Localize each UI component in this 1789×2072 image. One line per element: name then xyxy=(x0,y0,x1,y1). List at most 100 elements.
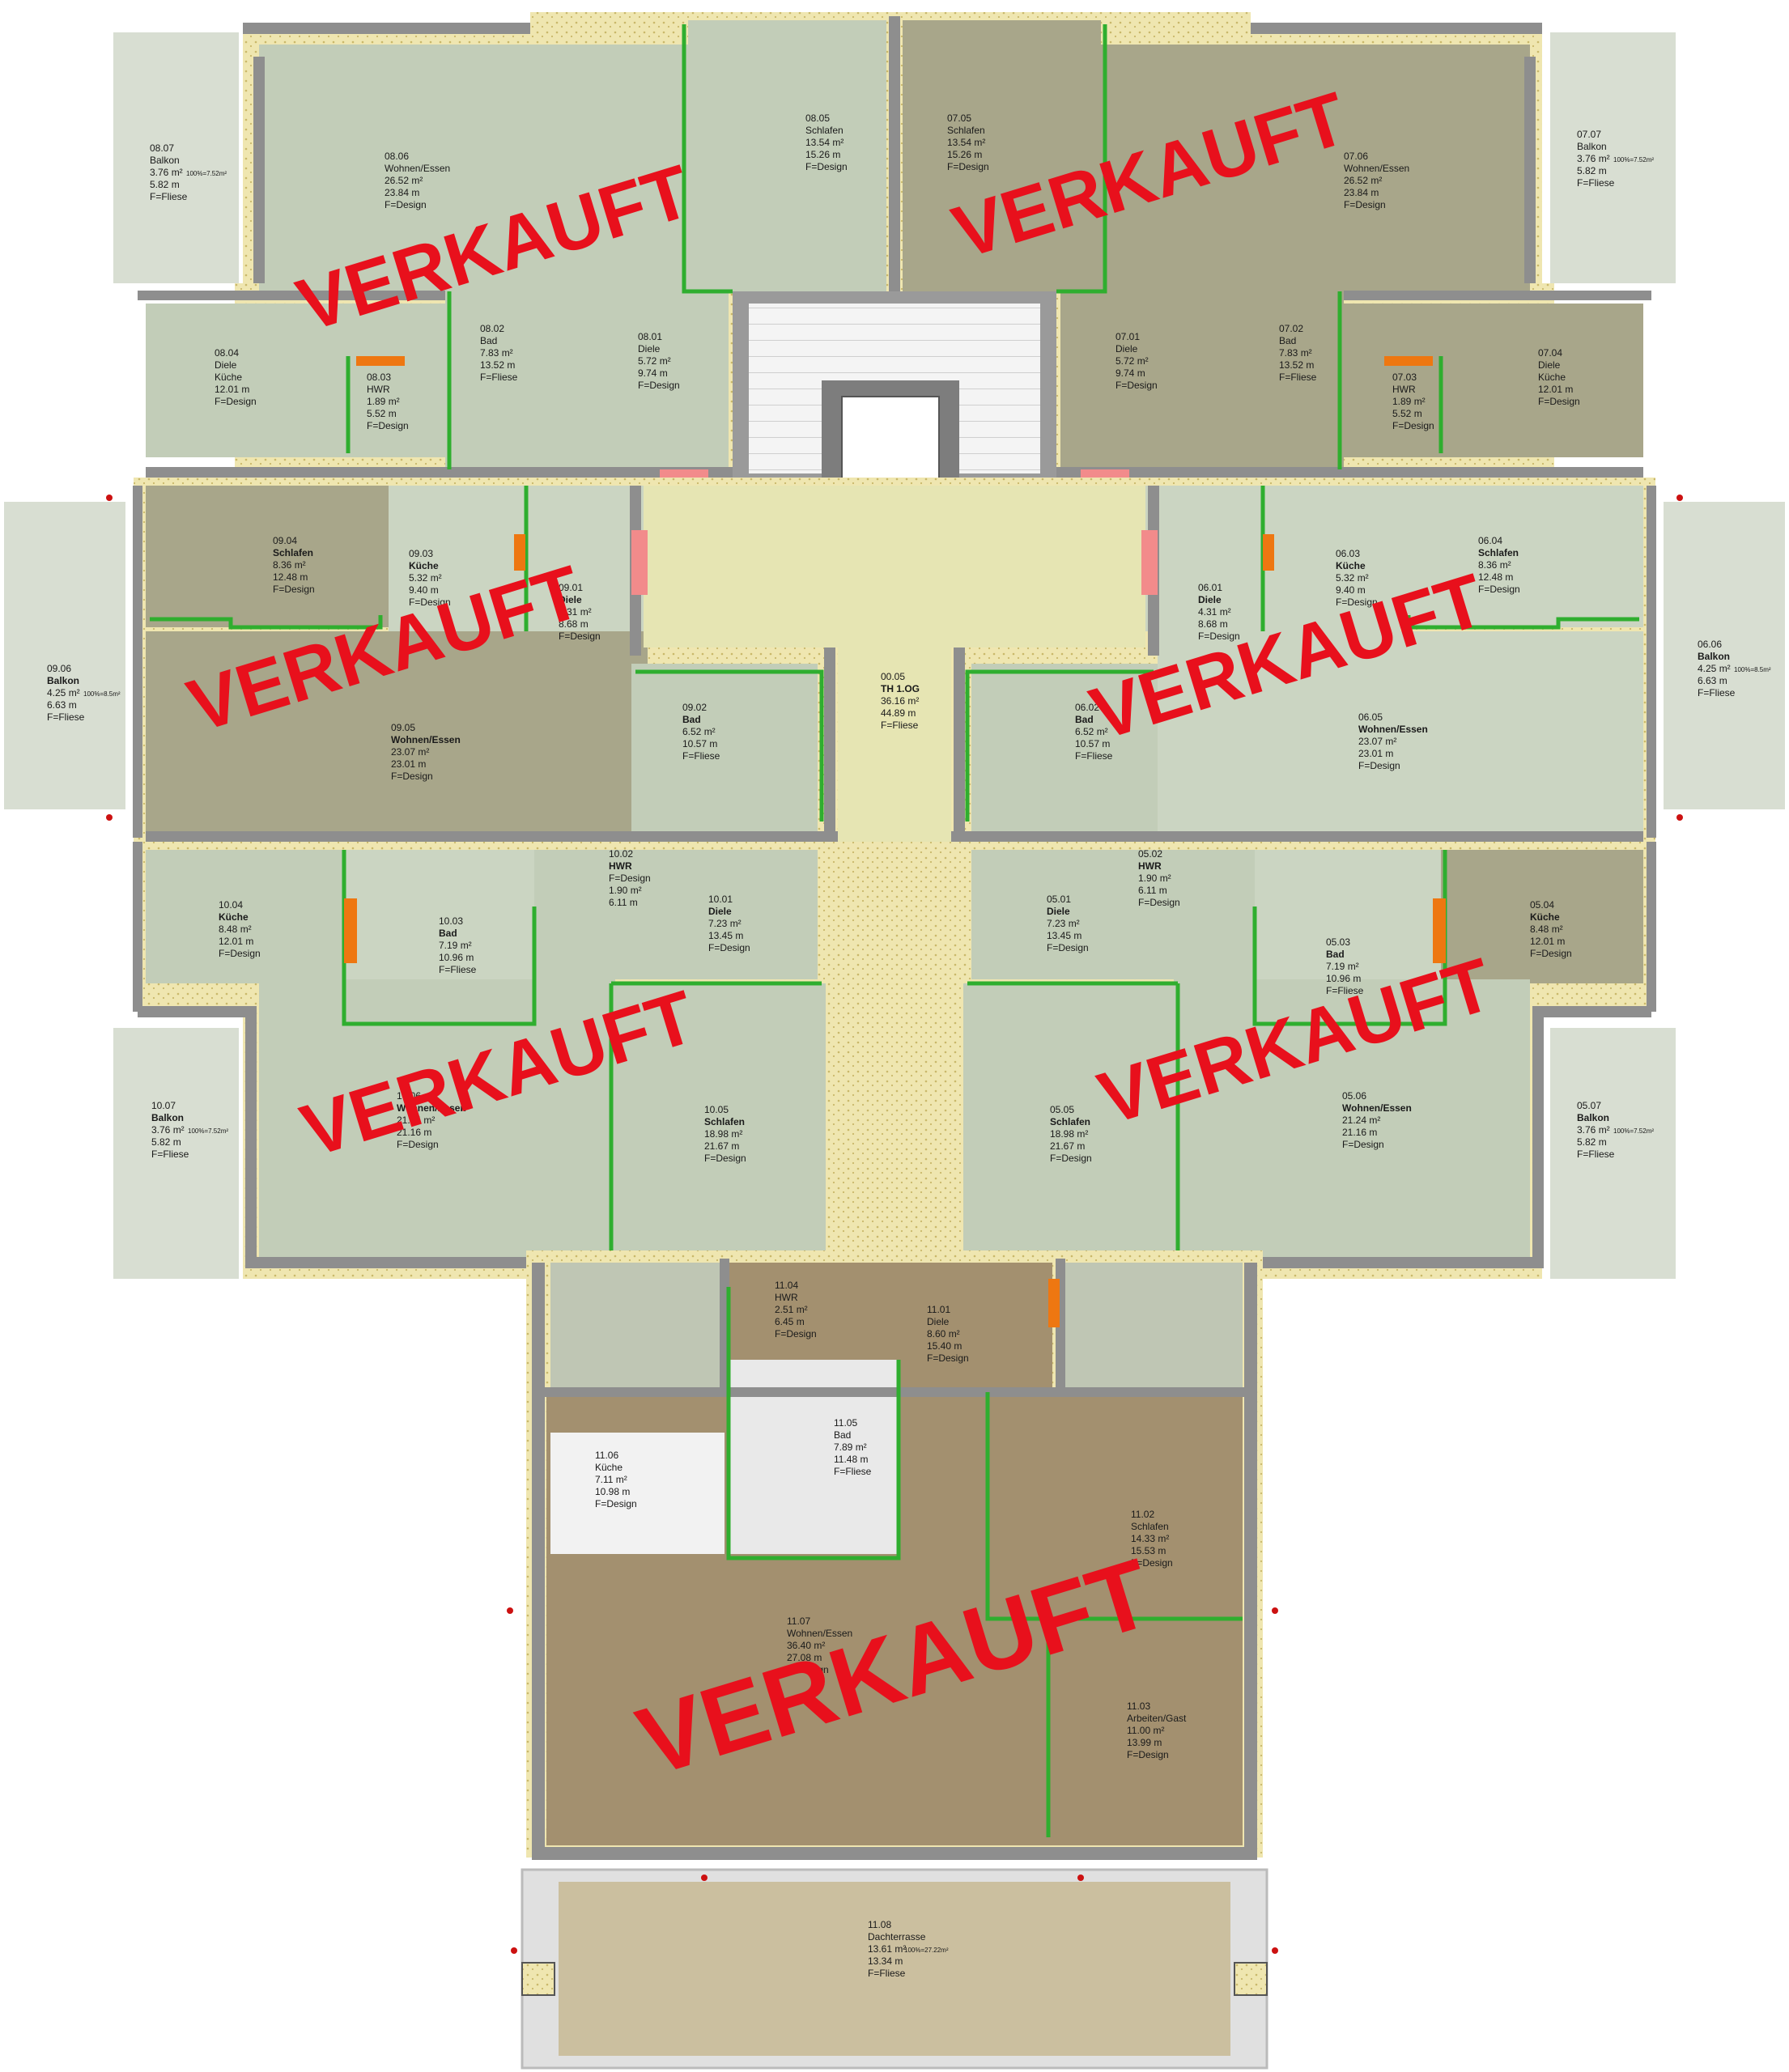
room-label-line: 8.68 m xyxy=(1198,618,1228,630)
room-label-line: Bad xyxy=(439,928,457,939)
room-label-line: Balkon xyxy=(47,675,79,686)
room-label-line: F=Design xyxy=(805,161,848,172)
room-label-line: 1.90 m² xyxy=(609,885,642,896)
room-label-line: 23.07 m² xyxy=(391,746,429,758)
room-label-line: F=Fliese xyxy=(682,750,720,762)
room-label-line: 11.04 xyxy=(775,1280,798,1291)
room-label-line: Bad xyxy=(682,714,701,725)
room-label-line: 05.02 xyxy=(1138,848,1162,860)
room-label-line: F=Design xyxy=(367,420,409,431)
room-label-line: 15.40 m xyxy=(927,1340,962,1352)
room-label-line: F=Design xyxy=(595,1498,637,1509)
room-label-line: 5.82 m xyxy=(151,1136,181,1148)
room-label-line: F=Fliese xyxy=(1698,687,1736,698)
room-label-line: Diele xyxy=(708,906,732,917)
room-label-line: 8.68 m xyxy=(559,618,589,630)
room-label-line: 15.26 m xyxy=(947,149,982,160)
room-label-line: Bad xyxy=(1075,714,1094,725)
room-label-line: 44.89 m xyxy=(881,707,916,719)
room-label-line: F=Fliese xyxy=(868,1968,906,1979)
room-label-line: 05.04 xyxy=(1530,899,1554,911)
room-label-line: 12.01 m xyxy=(1538,384,1573,395)
room-label-line: 5.72 m² xyxy=(1115,355,1149,367)
room-label-line: 11.01 xyxy=(927,1304,950,1315)
room-label-line: F=Design xyxy=(1342,1139,1384,1150)
room-label-line: 5.82 m xyxy=(150,179,180,190)
room-label-line: 7.11 m² xyxy=(595,1474,627,1485)
room-label-line: Wohnen/Essen xyxy=(1342,1102,1412,1114)
room-label-line: 3.76 m² xyxy=(151,1124,185,1136)
room-label-line: F=Design xyxy=(704,1153,746,1164)
room-label-line: F=Fliese xyxy=(1075,750,1113,762)
room-note: 100%=8.5m² xyxy=(83,690,121,698)
room-label-line: Bad xyxy=(480,335,497,346)
room-label-line: Wohnen/Essen xyxy=(1358,724,1428,735)
room-label-line: Küche xyxy=(1538,372,1566,383)
room-label-line: F=Design xyxy=(215,396,257,407)
room-label-line: 26.52 m² xyxy=(385,175,423,186)
bottom-wing xyxy=(521,1250,1268,2070)
room-label-line: 08.02 xyxy=(480,323,504,334)
room-label-line: 10.57 m xyxy=(1075,738,1110,749)
room-label-line: 3.76 m² xyxy=(150,167,183,178)
room-label-line: F=Design xyxy=(1198,631,1240,642)
room-label-line: HWR xyxy=(1392,384,1416,395)
room-label-line: 6.63 m xyxy=(1698,675,1727,686)
room-label-line: Wohnen/Essen xyxy=(391,734,461,745)
room-label-line: HWR xyxy=(609,860,632,872)
room-label-line: 15.53 m xyxy=(1131,1545,1166,1556)
room-label-line: F=Design xyxy=(1344,199,1386,210)
room-label-line: 8.48 m² xyxy=(1530,923,1563,935)
room-label-line: 6.52 m² xyxy=(682,726,716,737)
room-label-line: F=Design xyxy=(1050,1153,1092,1164)
room-label-line: 6.45 m xyxy=(775,1316,805,1327)
room-label-line: 11.08 xyxy=(868,1919,891,1930)
room-label-line: F=Design xyxy=(609,873,651,884)
room-fill-0806 xyxy=(259,45,688,291)
room-label-line: 08.06 xyxy=(385,151,409,162)
room-label-line: 7.23 m² xyxy=(1047,918,1080,929)
room-label-line: 07.03 xyxy=(1392,372,1417,383)
room-label-line: 08.07 xyxy=(150,142,174,154)
room-label-line: 9.40 m xyxy=(409,584,439,596)
balcony-0807 xyxy=(113,32,239,283)
room-label-line: 23.01 m xyxy=(1358,748,1393,759)
room-note: 100%=27.22m² xyxy=(904,1947,949,1954)
room-label-line: F=Fliese xyxy=(1279,372,1317,383)
room-label-line: 07.05 xyxy=(947,113,971,124)
room-label-line: 21.67 m xyxy=(1050,1140,1085,1152)
room-label-line: 13.52 m xyxy=(480,359,515,371)
room-label-line: Küche xyxy=(1530,911,1560,923)
room-label-line: 06.03 xyxy=(1336,548,1360,559)
room-label-line: TH 1.OG xyxy=(881,683,920,694)
balcony-0906 xyxy=(4,502,125,809)
room-label-line: 8.36 m² xyxy=(273,559,306,571)
room-label-line: Küche xyxy=(409,560,439,571)
room-label-line: 7.19 m² xyxy=(439,940,472,951)
room-label-line: Schlafen xyxy=(1131,1521,1169,1532)
room-label-line: 6.63 m xyxy=(47,699,77,711)
lower-wing xyxy=(113,842,1676,1279)
room-label-line: 12.01 m xyxy=(1530,936,1565,947)
room-label-line: 18.98 m² xyxy=(1050,1128,1088,1140)
room-label-line: F=Design xyxy=(1538,396,1580,407)
room-label-line: 06.04 xyxy=(1478,535,1502,546)
room-label-line: 13.99 m xyxy=(1127,1737,1162,1748)
room-label-line: F=Design xyxy=(385,199,427,210)
room-label-line: Diele xyxy=(1538,359,1561,371)
